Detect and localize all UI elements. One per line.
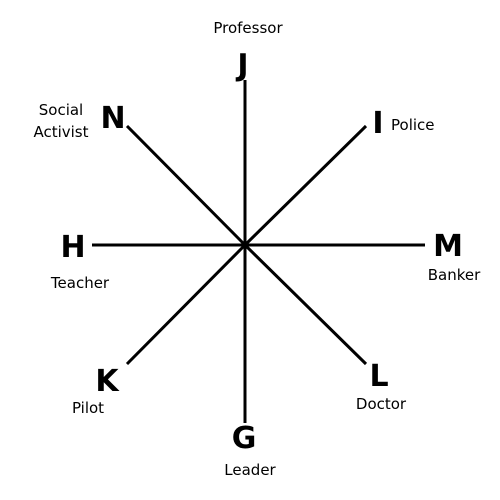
node-letter-west: H [60,230,85,265]
role-label-north-east: Police [391,116,435,134]
role-label-south-west: Pilot [72,399,104,417]
role-label-south: Leader [224,461,276,479]
node-letter-north: J [235,48,248,83]
direction-lines [92,80,425,423]
role-label-north: Professor [213,19,283,37]
line-south-east [243,243,368,366]
role-label-west: Teacher [50,274,110,292]
line-north-west [125,124,247,247]
role-label-north-west-line1: Social [39,101,83,119]
line-south-west [125,243,247,366]
role-label-south-east: Doctor [356,395,407,413]
node-letter-north-east: I [372,106,383,141]
node-letter-south: G [232,421,257,456]
role-label-north-west-line2: Activist [33,123,88,141]
node-letter-east: M [433,229,463,264]
role-label-east: Banker [428,266,481,284]
line-north-east [243,124,368,247]
node-letter-north-west: N [100,101,125,136]
node-letter-south-east: L [369,359,388,394]
node-letter-south-west: K [95,364,120,399]
